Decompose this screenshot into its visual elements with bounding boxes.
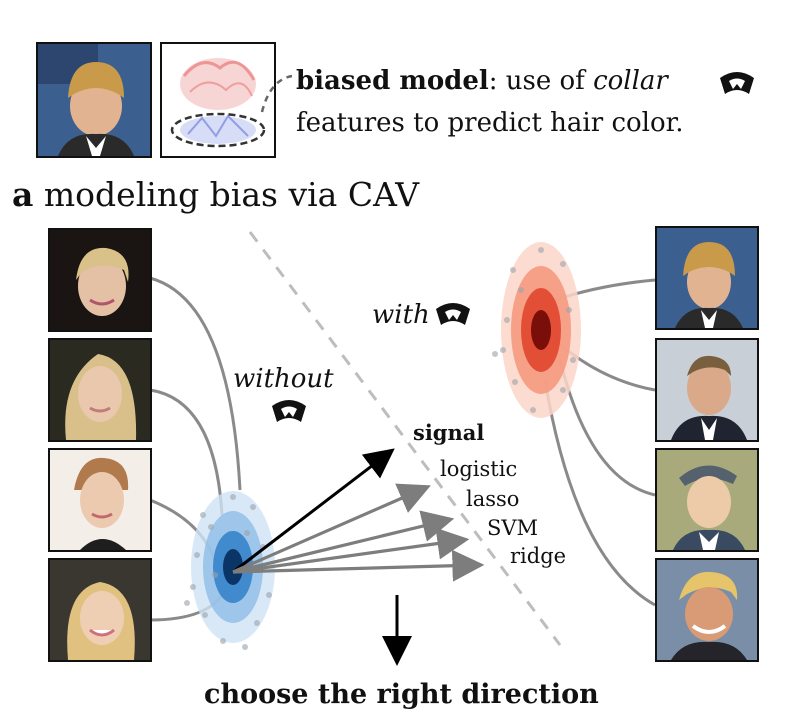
bias-title: biased model: [296, 66, 489, 96]
label-logistic: logistic: [440, 457, 518, 481]
bias-description-line2: features to predict hair color.: [296, 108, 684, 138]
collar-icon: [720, 72, 754, 94]
photo-with-2: [655, 338, 759, 442]
arrow-ridge: [232, 549, 485, 582]
explanation-heatmap: [160, 42, 276, 158]
photo-with-3: [655, 448, 759, 552]
panel-title: modeling bias via CAV: [43, 175, 420, 214]
label-ridge: ridge: [510, 544, 567, 568]
photo-without-2: [48, 338, 152, 442]
photo-without-3: [48, 448, 152, 552]
arrow-svm: [232, 527, 470, 574]
bias-concept: collar: [593, 66, 668, 96]
arrow-logistic: [232, 483, 431, 574]
example-photo-boy: [36, 42, 152, 158]
photo-without-4: [48, 558, 152, 662]
bias-separator: : use of: [488, 66, 594, 96]
cluster-without: [184, 491, 275, 650]
photo-without-1: [48, 228, 152, 332]
connector-right-3: [558, 359, 656, 497]
label-without: without: [233, 364, 334, 394]
footer-caption: choose the right direction: [204, 679, 599, 710]
label-with: with: [372, 300, 430, 330]
connector-left-1: [149, 276, 242, 491]
panel-heading: a modeling bias via CAV: [12, 175, 419, 214]
heatmap-link-dashed: [260, 74, 293, 113]
arrow-signal: [232, 448, 395, 574]
label-svm: SVM: [487, 516, 539, 540]
label-signal: signal: [413, 420, 485, 445]
arrow-lasso: [232, 510, 455, 574]
connector-left-2: [149, 388, 224, 516]
bias-description-line1: biased model: use of collar: [296, 66, 668, 96]
collar-icon: [272, 400, 306, 422]
label-lasso: lasso: [466, 487, 520, 511]
panel-letter: a: [12, 175, 34, 214]
cluster-with: [492, 242, 581, 418]
collar-icon: [436, 303, 470, 325]
connector-right-4: [543, 379, 656, 607]
photo-with-4: [655, 558, 759, 662]
photo-with-1: [655, 226, 759, 330]
